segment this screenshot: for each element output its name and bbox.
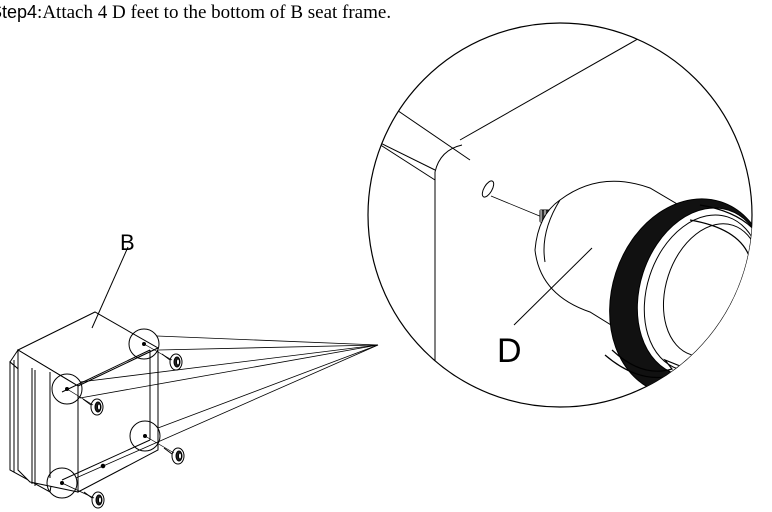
step-text: :Attach 4 D feet to the bottom of B seat… xyxy=(37,2,392,23)
seat-frame-b xyxy=(9,311,160,493)
foot-axis-lines xyxy=(61,343,175,499)
mounting-hole xyxy=(481,180,495,198)
feet-small xyxy=(82,353,185,509)
corner-circle-left xyxy=(51,373,83,405)
projection-lines xyxy=(75,335,379,479)
label-b: B xyxy=(120,230,135,255)
foot-small-3 xyxy=(163,447,185,465)
corner-circle-bottom-left xyxy=(46,467,78,499)
corner-circle-top xyxy=(128,328,160,360)
foot-small-2 xyxy=(82,398,104,416)
step-instruction: Step4:Attach 4 D feet to the bottom of B… xyxy=(0,0,450,25)
foot-small-1 xyxy=(161,353,183,371)
frame-leader-line xyxy=(91,246,129,329)
step-label: Step4 xyxy=(0,2,38,22)
label-d: D xyxy=(497,332,522,370)
corner-circle-bottom-right xyxy=(129,420,161,452)
foot-leader-line xyxy=(513,247,593,326)
